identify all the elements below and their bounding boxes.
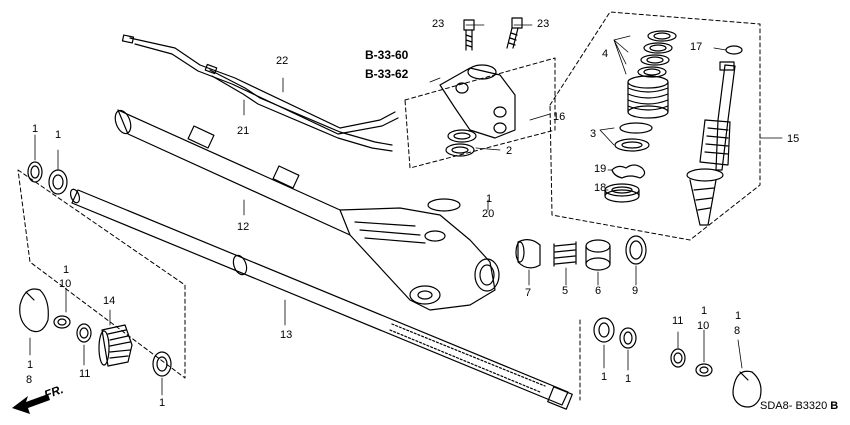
clamp-8-right	[732, 370, 762, 408]
callout-9: 9	[632, 285, 639, 297]
seal-2	[445, 129, 477, 157]
washer-17	[725, 45, 743, 55]
ring-1-left-a	[27, 161, 43, 183]
spring-5	[553, 241, 577, 267]
callout-4: 4	[602, 48, 609, 60]
left-end-group-box	[17, 169, 186, 379]
callout-13: 13	[280, 329, 293, 341]
callout-23-left: 23	[432, 18, 445, 30]
feed-line-22	[204, 63, 393, 152]
ring-11-left	[76, 323, 92, 343]
callout-18: 18	[594, 182, 607, 194]
callout-1-seal-left: 1	[159, 397, 166, 409]
callout-1-tierod-right: 1	[701, 305, 708, 317]
o-ring-20	[427, 198, 461, 212]
callout-11-right: 11	[672, 315, 684, 327]
feed-line-21	[121, 34, 399, 135]
callout-1-seal-right-b: 1	[625, 373, 632, 385]
pinion-shaft-15	[686, 61, 736, 226]
bolt-23-right	[506, 17, 523, 49]
leader-lines	[29, 24, 783, 396]
callout-19: 19	[594, 163, 607, 175]
seal-1-right-b	[619, 327, 637, 349]
callout-15: 15	[787, 133, 800, 145]
callout-22: 22	[276, 55, 289, 67]
callout-14: 14	[103, 295, 116, 307]
seal-1-left-bottom	[152, 351, 172, 377]
callout-8-right: 8	[734, 325, 741, 337]
seal-stack-4	[637, 30, 677, 78]
callout-7: 7	[525, 287, 532, 299]
locknut-9	[625, 235, 647, 265]
callout-1-clamp-right: 1	[735, 310, 742, 322]
callout-1-left-a: 1	[32, 123, 39, 135]
seal-18	[604, 183, 640, 203]
ring-1-left-b	[48, 169, 68, 195]
callout-8-left: 8	[26, 374, 33, 386]
callout-10-right: 10	[697, 320, 710, 332]
valve-group-box	[404, 57, 556, 169]
callout-1-seal-right-a: 1	[601, 371, 608, 383]
gear-housing-12	[114, 109, 500, 311]
callout-12: 12	[237, 221, 250, 233]
cap-6	[585, 239, 611, 271]
boot-14	[98, 324, 133, 367]
callout-17: 17	[690, 41, 703, 53]
callout-1-left-b: 1	[55, 129, 62, 141]
tie-rod-end-10-left	[53, 315, 71, 329]
ring-11-right	[670, 348, 686, 368]
callout-2: 2	[506, 145, 513, 157]
rack-13	[69, 188, 573, 410]
callout-6: 6	[595, 285, 602, 297]
valve-body-16	[439, 64, 516, 139]
seal-3	[614, 122, 653, 152]
clamp-8-left	[19, 288, 49, 333]
guide-7	[517, 239, 541, 269]
callout-20: 20	[482, 208, 495, 220]
ring-19	[611, 164, 646, 179]
callout-23-right: 23	[537, 18, 550, 30]
seal-1-right-a	[593, 317, 615, 343]
ref-code-b-33-60[interactable]: B-33-60	[365, 48, 409, 62]
guide-7-end	[515, 241, 525, 263]
diagram-code-suffix: B	[830, 400, 839, 412]
callout-5: 5	[562, 285, 569, 297]
callout-3: 3	[590, 128, 597, 140]
callout-11-left: 11	[79, 368, 91, 380]
pinion-group-box	[549, 11, 761, 241]
front-arrow-icon	[12, 394, 50, 414]
bolt-23-left	[463, 19, 475, 51]
callout-10-left: 10	[59, 278, 72, 290]
callout-16: 16	[553, 111, 566, 123]
rotor-rings	[627, 75, 669, 119]
callout-21: 21	[237, 125, 250, 137]
callout-1-oring: 1	[486, 193, 493, 205]
callout-1-tierod-left: 1	[63, 264, 70, 276]
tie-rod-end-10-right	[695, 363, 713, 377]
callout-1-clamp-left: 1	[27, 359, 34, 371]
diagram-code-text: SDA8- B3320	[760, 400, 828, 412]
ref-code-b-33-62[interactable]: B-33-62	[365, 67, 409, 81]
